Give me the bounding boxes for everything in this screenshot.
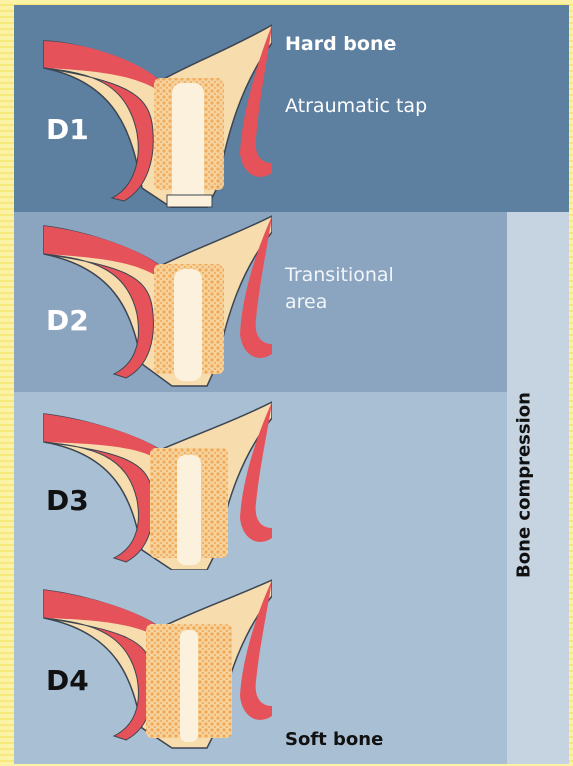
atraumatic-tap-label: Atraumatic tap (285, 93, 435, 120)
bone-compression-label: Bone compression (514, 392, 535, 578)
hard-bone-label: Hard bone (285, 33, 396, 55)
panel-label-d4: D4 (46, 664, 89, 697)
panel-label-d1: D1 (46, 113, 89, 146)
panel-label-d3: D3 (46, 484, 89, 517)
bone-compression-bar-top (507, 212, 569, 392)
panel-d1: D1 Hard bone Atraumatic tap (14, 5, 569, 212)
transitional-area-label: Transitional area (285, 262, 435, 316)
panel-label-d2: D2 (46, 304, 89, 337)
panel-d3-d4: D3 D4 Soft bone (14, 392, 569, 764)
panel-d2: D2 Transitional area (14, 212, 569, 392)
bone-d2-illustration (42, 214, 272, 389)
soft-bone-label: Soft bone (285, 729, 383, 750)
